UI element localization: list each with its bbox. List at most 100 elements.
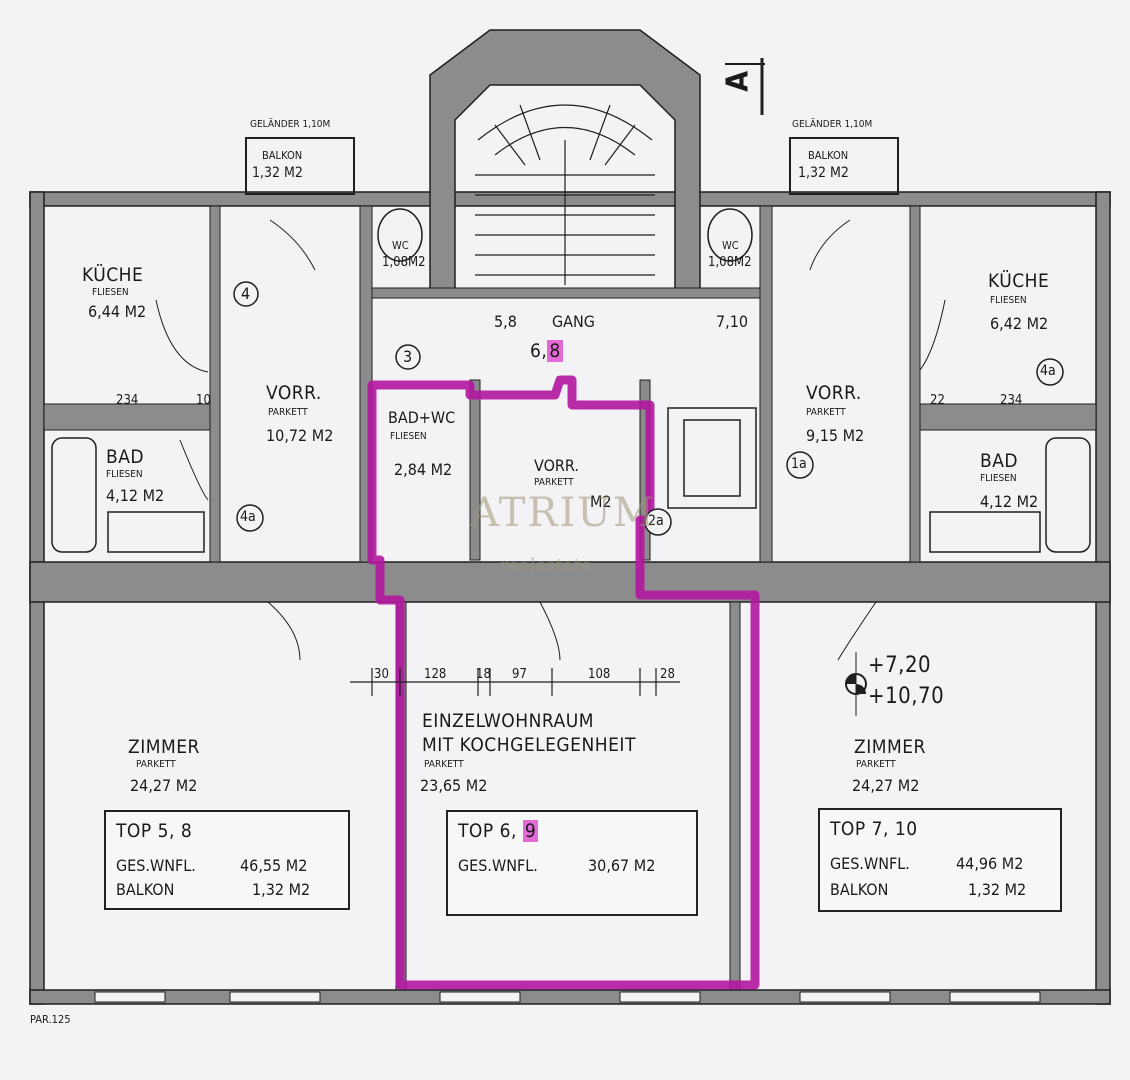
- bad-left-floor: FLIESEN: [106, 469, 143, 480]
- gang-num-b-highlight: 8: [547, 340, 563, 362]
- balcony-right-name: BALKON: [808, 149, 849, 162]
- vorr-left-name: VORR.: [266, 382, 322, 404]
- vorr-mid-area: M2: [590, 492, 612, 511]
- unit-box-right: TOP 7, 10 GES.WNFL. 44,96 M2 BALKON 1,32…: [818, 808, 1062, 912]
- dim-mid-3: 97: [512, 667, 527, 682]
- dim-mid-0: 30: [374, 667, 389, 682]
- watermark-brand: ATRIUM: [470, 490, 656, 536]
- front-windows: [94, 991, 1041, 1003]
- unit-left-v2: 1,32 M2: [252, 880, 311, 899]
- unit-mid-title-highlight: 9: [522, 820, 539, 842]
- dim-kitchen-right: 234: [1000, 393, 1023, 408]
- zimmer-left-floor: PARKETT: [136, 759, 176, 770]
- badwc-mid-area: 2,84 M2: [394, 460, 453, 479]
- vorr-mid-floor: PARKETT: [534, 477, 574, 488]
- dim-kitchen-left-2: 10: [196, 393, 211, 408]
- bad-left-area: 4,12 M2: [106, 486, 165, 505]
- einzel-line2: MIT KOCHGELEGENHEIT: [422, 734, 636, 756]
- vorr-right-floor: PARKETT: [806, 407, 846, 418]
- kitchen-right-name: KÜCHE: [988, 270, 1050, 292]
- dim-mid-4: 108: [588, 667, 611, 682]
- balconies: [245, 137, 899, 195]
- badwc-mid-name: BAD+WC: [388, 408, 456, 427]
- einzel-floor: PARKETT: [424, 759, 464, 770]
- unit-mid-v1: 30,67 M2: [588, 856, 656, 875]
- vorr-mid-name: VORR.: [534, 456, 579, 475]
- dim-mid-1: 128: [424, 667, 447, 682]
- elevation-label: A: [720, 70, 756, 92]
- balcony-right-area: 1,32 M2: [798, 165, 849, 181]
- footer-parapet: PAR.125: [30, 1013, 71, 1026]
- kitchen-right-floor: FLIESEN: [990, 295, 1027, 306]
- bad-right-area: 4,12 M2: [980, 492, 1039, 511]
- unit-right-title: TOP 7, 10: [830, 818, 918, 840]
- staircase: [475, 104, 655, 285]
- marker-circles: [233, 281, 1064, 536]
- dimension-line: [350, 668, 680, 696]
- unit-box-left: TOP 5, 8 GES.WNFL. 46,55 M2 BALKON 1,32 …: [104, 810, 350, 910]
- unit-highlight-outline: [367, 375, 760, 990]
- unit-right-l1: GES.WNFL.: [830, 854, 910, 873]
- gang-num-b-text: 6,: [530, 340, 548, 362]
- level-b: +10,70: [868, 684, 945, 709]
- einzel-line1: EINZELWOHNRAUM: [422, 710, 594, 732]
- kitchen-left-name: KÜCHE: [82, 264, 144, 286]
- wc-left-area: 1,08M2: [382, 255, 426, 270]
- zimmer-left-area: 24,27 M2: [130, 776, 198, 795]
- section-arrow: [725, 58, 765, 115]
- kitchen-left-area: 6,44 M2: [88, 302, 147, 321]
- unit-right-l2: BALKON: [830, 880, 889, 899]
- watermark-sub: realestate: [500, 555, 592, 576]
- badwc-mid-floor: FLIESEN: [390, 431, 427, 442]
- unit-right-v1: 44,96 M2: [956, 854, 1024, 873]
- unit-left-l1: GES.WNFL.: [116, 856, 196, 875]
- unit-mid-l1: GES.WNFL.: [458, 856, 538, 875]
- balcony-left-name: BALKON: [262, 149, 303, 162]
- dim-mid-2: 18: [476, 667, 491, 682]
- kitchen-left-floor: FLIESEN: [92, 287, 129, 298]
- marker-bath-left: 4a: [240, 509, 256, 525]
- vorr-left-floor: PARKETT: [268, 407, 308, 418]
- gang-name: GANG: [552, 312, 595, 331]
- gang-num-b: 6,8: [530, 340, 563, 362]
- marker-kitchen-left: 4: [241, 284, 251, 303]
- dim-kitchen-right-2: 22: [930, 393, 945, 408]
- wc-right-name: WC: [722, 239, 739, 252]
- vorr-right-area: 9,15 M2: [806, 426, 865, 445]
- unit-left-title: TOP 5, 8: [116, 820, 193, 842]
- bad-right-name: BAD: [980, 450, 1019, 472]
- wc-right-area: 1,08M2: [708, 255, 752, 270]
- railing-right: GELÄNDER 1,10M: [792, 119, 873, 130]
- vorr-right-name: VORR.: [806, 382, 862, 404]
- dim-mid-5: 28: [660, 667, 675, 682]
- gang-num-c: 7,10: [716, 312, 749, 331]
- railing-left: GELÄNDER 1,10M: [250, 119, 331, 130]
- marker-wc-left: 3: [403, 347, 413, 366]
- marker-vorr-right: 1a: [791, 456, 807, 472]
- zimmer-right-name: ZIMMER: [854, 736, 926, 758]
- marker-kitchen-right: 4a: [1040, 363, 1056, 379]
- einzel-area: 23,65 M2: [420, 776, 488, 795]
- unit-mid-title: TOP 6, 9: [458, 820, 539, 842]
- wc-left-name: WC: [392, 239, 409, 252]
- marker-mid: 2a: [648, 513, 664, 529]
- zimmer-left-name: ZIMMER: [128, 736, 200, 758]
- bad-right-floor: FLIESEN: [980, 473, 1017, 484]
- zimmer-right-floor: PARKETT: [856, 759, 896, 770]
- unit-right-v2: 1,32 M2: [968, 880, 1027, 899]
- zimmer-right-area: 24,27 M2: [852, 776, 920, 795]
- unit-mid-title-text: TOP 6,: [458, 820, 523, 842]
- unit-left-v1: 46,55 M2: [240, 856, 308, 875]
- gang-num-a: 5,8: [494, 312, 517, 331]
- vorr-left-area: 10,72 M2: [266, 426, 334, 445]
- level-a: +7,20: [868, 653, 932, 678]
- interior-walls: [43, 205, 1097, 991]
- unit-left-l2: BALKON: [116, 880, 175, 899]
- elevation-marker: [845, 652, 867, 716]
- fixtures: [51, 208, 1091, 553]
- door-swings: [155, 219, 946, 661]
- bad-left-name: BAD: [106, 446, 145, 468]
- dim-kitchen-left: 234: [116, 393, 139, 408]
- unit-box-mid: TOP 6, 9 GES.WNFL. 30,67 M2: [446, 810, 698, 916]
